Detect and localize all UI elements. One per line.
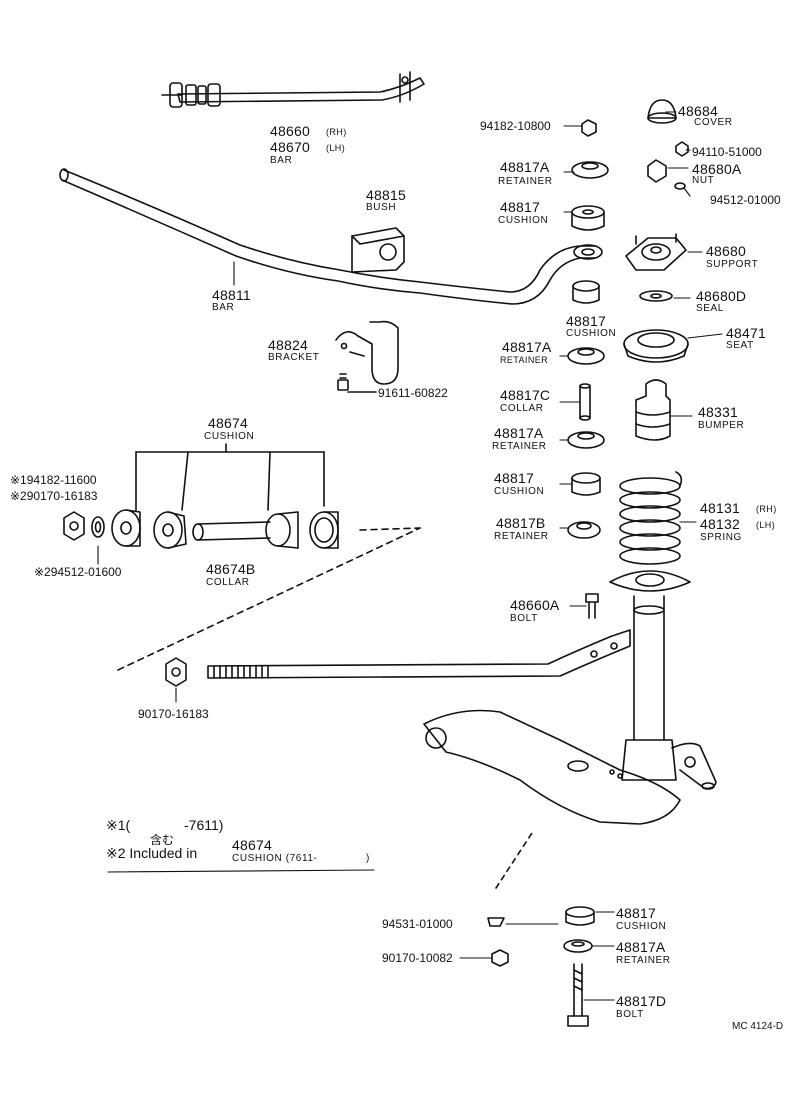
- part-48471-name: SEAT: [726, 340, 754, 351]
- cushion-group-48674-drawing: [63, 443, 421, 671]
- part-48680-number: 48680: [706, 243, 746, 259]
- part-48131-side: (RH): [756, 504, 777, 514]
- note-1-japanese: 含む: [150, 833, 175, 847]
- part-48817-3-name: CUSHION: [494, 486, 545, 497]
- part-48331-name: BUMPER: [698, 420, 745, 431]
- part-48815-number: 48815: [366, 187, 406, 203]
- note-2-close: ): [366, 853, 370, 864]
- note-2-part-name: CUSHION (7611-: [232, 853, 318, 864]
- part-90170-10082-number: 90170-10082: [382, 951, 453, 965]
- bolt-48660A-drawing: [585, 593, 599, 619]
- part-48132-side: (LH): [756, 520, 776, 530]
- leader-lines: [97, 91, 723, 1001]
- part-48817-3-number: 48817: [494, 470, 534, 486]
- part-48670-name: BAR: [270, 155, 293, 166]
- part-48660-number: 48660: [270, 123, 310, 139]
- part-48132-number: 48132: [700, 516, 740, 532]
- part-90170-16183-number: 90170-16183: [138, 707, 209, 721]
- note-ref-90170-16183: ※290170-16183: [10, 489, 98, 503]
- part-48674-name: CUSHION: [204, 431, 255, 442]
- top-mount-parts-drawing: [567, 119, 609, 539]
- part-48680D-number: 48680D: [696, 288, 747, 304]
- part-48811-number: 48811: [212, 287, 251, 303]
- part-48680D-name: SEAL: [696, 303, 724, 314]
- part-48660A-name: BOLT: [510, 613, 538, 624]
- part-48811-name: BAR: [212, 302, 235, 313]
- part-48817-1-name: CUSHION: [498, 215, 549, 226]
- part-48660A-number: 48660A: [510, 597, 560, 613]
- bracket-48824-drawing: [335, 320, 399, 385]
- part-48824-name: BRACKET: [268, 352, 320, 363]
- part-48660-side: (RH): [326, 127, 347, 137]
- part-48817D-number: 48817D: [616, 993, 667, 1009]
- part-48471-number: 48471: [726, 325, 766, 341]
- part-48674-number: 48674: [208, 415, 248, 431]
- part-48331-number: 48331: [698, 404, 738, 420]
- part-48684-number: 48684: [678, 103, 718, 119]
- note-2-part-number: 48674: [232, 837, 272, 853]
- part-94182-10800-number: 94182-10800: [480, 119, 551, 133]
- bolt-91611-drawing: [337, 373, 377, 393]
- part-48817A-4-name: RETAINER: [616, 955, 671, 966]
- part-48680-name: SUPPORT: [706, 259, 759, 270]
- part-48817C-number: 48817C: [500, 387, 551, 403]
- part-94512-01000-number: 94512-01000: [710, 193, 781, 207]
- part-48817A-3-number: 48817A: [494, 425, 544, 441]
- note-2-text: ※2 Included in: [106, 845, 198, 861]
- part-48817-4-name: CUSHION: [616, 921, 667, 932]
- part-48670-number: 48670: [270, 139, 310, 155]
- part-48684-name: COVER: [694, 117, 733, 128]
- part-94110-51000-number: 94110-51000: [692, 145, 762, 159]
- part-91611-60822-number: 91611-60822: [378, 386, 448, 400]
- drawing-code: MC 4124-D: [732, 1021, 784, 1032]
- strut-bar-drawing: [165, 629, 631, 687]
- lower-control-arm-drawing: [423, 709, 681, 889]
- part-48817D-name: BOLT: [616, 1009, 644, 1020]
- part-48817A-2-number: 48817A: [502, 339, 552, 355]
- bush-48815-drawing: [351, 227, 405, 273]
- part-48817A-2-name: RETAINER: [500, 355, 549, 365]
- note-1-range: -7611): [184, 817, 224, 833]
- strut-assembly-drawing: [609, 570, 717, 790]
- coil-spring-48131-drawing: [619, 471, 683, 565]
- part-48680A-name: NUT: [692, 175, 715, 186]
- part-48674B-name: COLLAR: [206, 577, 250, 588]
- part-48817A-3-name: RETAINER: [492, 441, 547, 452]
- part-48817C-name: COLLAR: [500, 403, 544, 414]
- part-48132-name: SPRING: [700, 532, 742, 543]
- part-48817-2-number: 48817: [566, 313, 606, 329]
- part-48131-number: 48131: [700, 500, 740, 516]
- part-48817B-number: 48817B: [496, 515, 546, 531]
- part-94531-01000-number: 94531-01000: [382, 917, 453, 931]
- part-48680A-number: 48680A: [692, 161, 742, 177]
- stabilizer-bar-48811-drawing: [59, 168, 603, 305]
- part-48817A-1-number: 48817A: [500, 159, 550, 175]
- part-48670-side: (LH): [326, 143, 346, 153]
- lower-arm-hardware-drawing: [487, 906, 595, 1027]
- part-48817-1-number: 48817: [500, 199, 540, 215]
- note-ref-94182-11600: ※194182-11600: [10, 473, 97, 487]
- part-48817-2-name: CUSHION: [566, 328, 617, 339]
- stabilizer-link-48660-drawing: [161, 71, 425, 108]
- part-48817-4-number: 48817: [616, 905, 656, 921]
- note-1-prefix: ※1(: [106, 817, 131, 833]
- part-48817B-name: RETAINER: [494, 531, 549, 542]
- part-48815-name: BUSH: [366, 202, 397, 213]
- part-48824-number: 48824: [268, 337, 308, 353]
- part-48674B-number: 48674B: [206, 561, 256, 577]
- upper-strut-mount-drawing: [623, 99, 689, 441]
- part-48817A-1-name: RETAINER: [498, 176, 553, 187]
- note-ref-94512-01600: ※294512-01600: [34, 565, 122, 579]
- part-48817A-4-number: 48817A: [616, 939, 666, 955]
